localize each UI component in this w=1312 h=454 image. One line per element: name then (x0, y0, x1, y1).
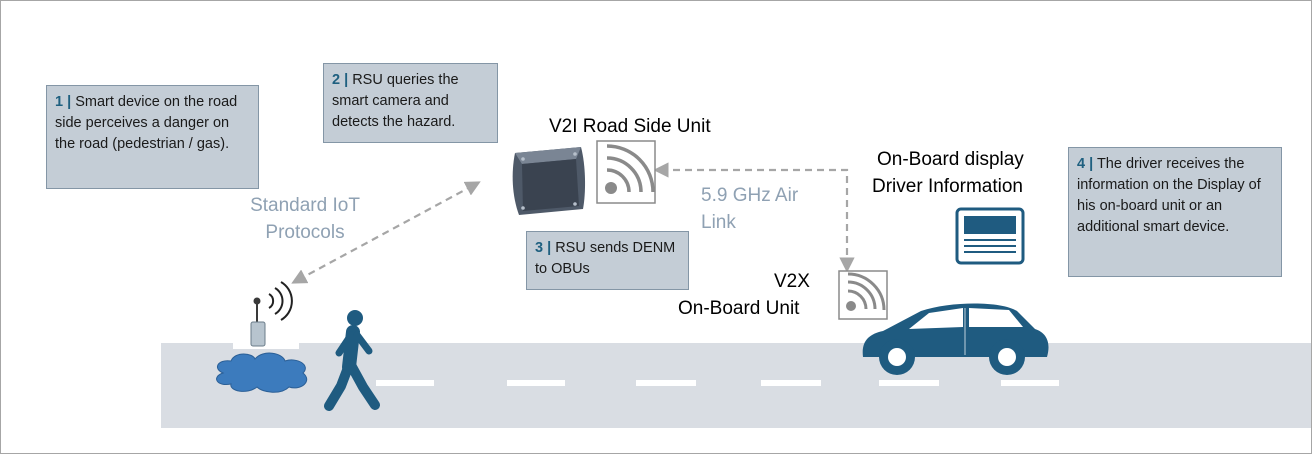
display-label-line-1: On-Board display (877, 149, 1024, 170)
iot-label-line-1: Standard IoT (250, 195, 360, 216)
car-icon (862, 303, 1049, 375)
sensor-antenna-icon (233, 281, 299, 349)
rsu-title: V2I Road Side Unit (549, 116, 711, 137)
iot-link-arrow (291, 181, 481, 284)
lane-marking (507, 380, 565, 386)
iot-label-line-2: Protocols (265, 222, 345, 243)
step-number: 1 | (55, 94, 72, 110)
obu-label-line-1: V2X (774, 271, 810, 292)
lane-marking (376, 380, 434, 386)
callout-step-3: 3 | RSU sends DENM to OBUs (526, 231, 689, 290)
air-link-arrow (653, 162, 855, 273)
wireless-signal-icon (596, 140, 656, 204)
step-number: 4 | (1077, 156, 1094, 172)
step-number: 3 | (535, 240, 552, 256)
step-text: RSU sends DENM to OBUs (535, 240, 676, 277)
step-number: 2 | (332, 72, 349, 88)
lane-marking (636, 380, 696, 386)
step-text: RSU queries the smart camera and detects… (332, 72, 459, 130)
step-text: Smart device on the road side perceives … (55, 94, 238, 152)
step-text: The driver receives the information on t… (1077, 156, 1261, 235)
callout-step-1: 1 | Smart device on the road side percei… (46, 85, 259, 189)
lane-marking (1001, 380, 1059, 386)
pedestrian-icon (324, 310, 380, 411)
lane-marking (879, 380, 939, 386)
lane-marking (761, 380, 821, 386)
display-label-line-2: Driver Information (872, 176, 1023, 197)
display-screen-icon (955, 207, 1025, 265)
callout-step-2: 2 | RSU queries the smart camera and det… (323, 63, 498, 143)
callout-step-4: 4 | The driver receives the information … (1068, 147, 1282, 277)
air-link-label-line-2: Link (701, 212, 736, 233)
obu-label-line-2: On-Board Unit (678, 298, 800, 319)
air-link-label-line-1: 5.9 GHz Air (701, 185, 799, 206)
wireless-signal-icon (838, 270, 888, 320)
rsu-device-icon (512, 147, 586, 215)
gas-cloud-icon (216, 352, 308, 393)
